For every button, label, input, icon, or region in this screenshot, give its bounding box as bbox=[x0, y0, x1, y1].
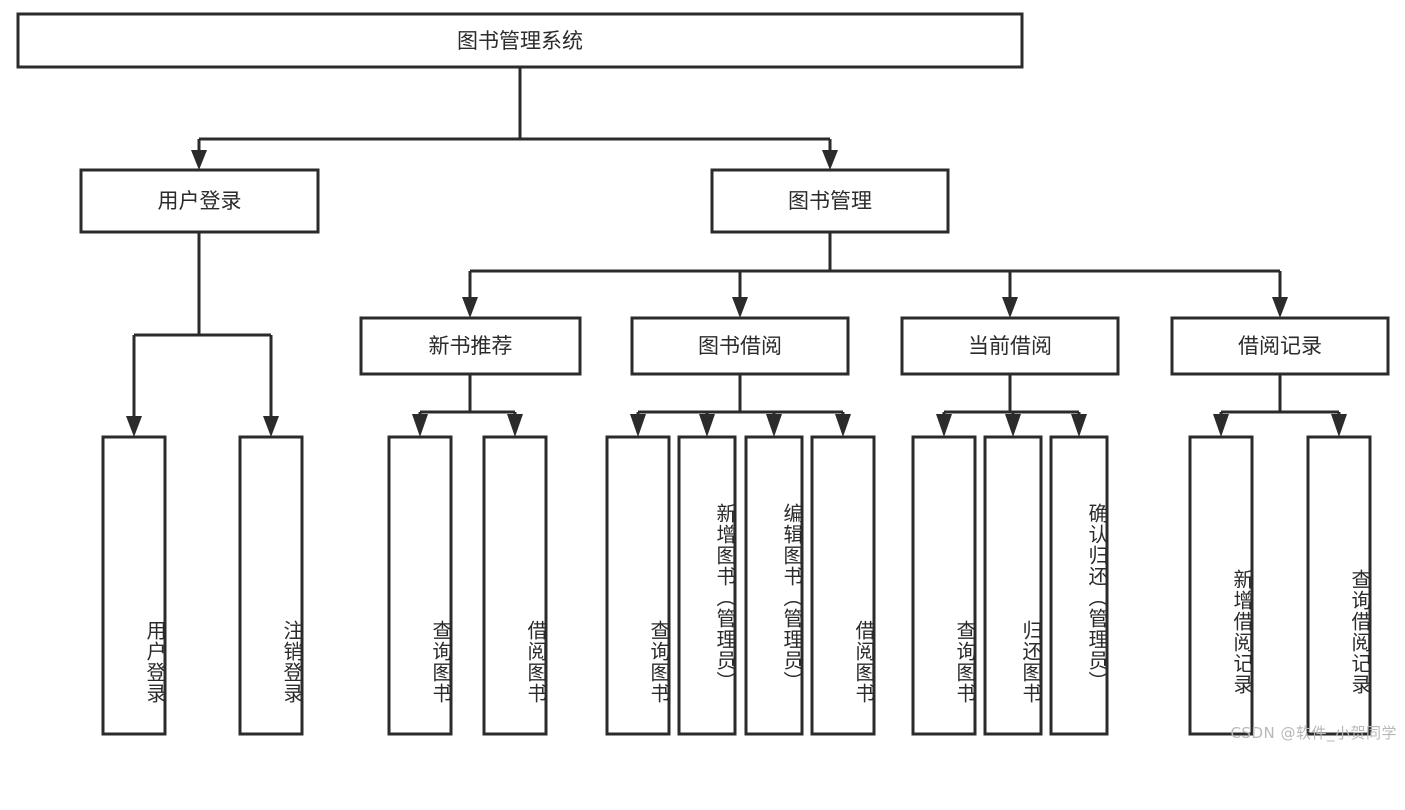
connector-layer bbox=[126, 67, 1347, 437]
arrow-to-leaf-return-book bbox=[1005, 414, 1021, 437]
node-leaf-query-record-box[interactable] bbox=[1306, 435, 1372, 736]
arrow-to-leaf-edit-book bbox=[766, 414, 782, 437]
arrow-to-leaf-user-login bbox=[126, 416, 142, 437]
node-leaf-query-book-2-box[interactable] bbox=[605, 435, 671, 736]
node-leaf-add-book-box[interactable] bbox=[677, 435, 737, 736]
arrow-to-book-borrow bbox=[732, 297, 748, 318]
arrow-to-leaf-add-book bbox=[699, 414, 715, 437]
arrow-to-leaf-query-book-3 bbox=[936, 414, 952, 437]
node-user-login[interactable]: 用户登录 bbox=[79, 168, 320, 234]
node-root-box[interactable] bbox=[16, 12, 1024, 69]
watermark-text: CSDN @软件_小贺同学 bbox=[1230, 724, 1397, 742]
node-user-login-box[interactable] bbox=[79, 168, 320, 234]
node-current-borrow-label: 当前借阅 bbox=[968, 334, 1052, 358]
node-leaf-confirm-return-box[interactable] bbox=[1049, 435, 1109, 736]
arrow-to-leaf-add-record bbox=[1213, 414, 1229, 437]
node-borrow-record[interactable]: 借阅记录 bbox=[1170, 316, 1390, 376]
node-root[interactable]: 图书管理系统 bbox=[16, 12, 1024, 69]
arrow-to-leaf-confirm-return bbox=[1071, 414, 1087, 437]
node-leaf-edit-book-box[interactable] bbox=[744, 435, 804, 736]
node-leaf-add-record-box[interactable] bbox=[1188, 435, 1254, 736]
arrow-to-leaf-logout bbox=[263, 416, 279, 437]
arrow-to-book-manage bbox=[822, 150, 838, 170]
node-layer: 图书管理系统 用户登录 图书管理 新书推荐 图书借阅 bbox=[16, 12, 1390, 736]
node-book-manage-box[interactable] bbox=[710, 168, 950, 234]
node-book-borrow[interactable]: 图书借阅 bbox=[630, 316, 850, 376]
node-new-book-recommend-box[interactable] bbox=[359, 316, 582, 376]
arrow-to-user-login bbox=[191, 150, 207, 170]
node-leaf-query-book-1-box[interactable] bbox=[387, 435, 453, 736]
arrow-to-current-borrow bbox=[1002, 297, 1018, 318]
node-leaf-query-book-3-box[interactable] bbox=[911, 435, 977, 736]
arrow-to-borrow-record bbox=[1272, 297, 1288, 318]
node-borrow-record-label: 借阅记录 bbox=[1238, 334, 1322, 358]
node-leaf-logout-box[interactable] bbox=[238, 435, 304, 736]
node-new-book-recommend-label: 新书推荐 bbox=[429, 334, 513, 358]
arrow-to-leaf-query-book-2 bbox=[630, 414, 646, 437]
node-book-borrow-label: 图书借阅 bbox=[698, 334, 782, 358]
node-leaf-return-book-box[interactable] bbox=[983, 435, 1043, 736]
arrow-to-leaf-borrow-book-1 bbox=[507, 414, 523, 437]
node-new-book-recommend[interactable]: 新书推荐 bbox=[359, 316, 582, 376]
node-leaf-user-login-box[interactable] bbox=[101, 435, 167, 736]
node-user-login-label: 用户登录 bbox=[158, 189, 242, 213]
node-book-borrow-box[interactable] bbox=[630, 316, 850, 376]
node-book-manage[interactable]: 图书管理 bbox=[710, 168, 950, 234]
node-borrow-record-box[interactable] bbox=[1170, 316, 1390, 376]
node-book-manage-label: 图书管理 bbox=[788, 189, 872, 213]
arrow-to-leaf-query-book-1 bbox=[412, 414, 428, 437]
arrow-to-leaf-query-record bbox=[1331, 414, 1347, 437]
node-leaf-borrow-book-2-box[interactable] bbox=[810, 435, 876, 736]
node-current-borrow-box[interactable] bbox=[900, 316, 1120, 376]
node-root-label: 图书管理系统 bbox=[457, 29, 583, 53]
arrow-to-new-book-recommend bbox=[462, 297, 478, 318]
arrow-to-leaf-borrow-book-2 bbox=[835, 414, 851, 437]
diagram-canvas: 图书管理系统 用户登录 图书管理 新书推荐 图书借阅 bbox=[16, 12, 1390, 736]
node-current-borrow[interactable]: 当前借阅 bbox=[900, 316, 1120, 376]
node-leaf-borrow-book-1-box[interactable] bbox=[482, 435, 548, 736]
